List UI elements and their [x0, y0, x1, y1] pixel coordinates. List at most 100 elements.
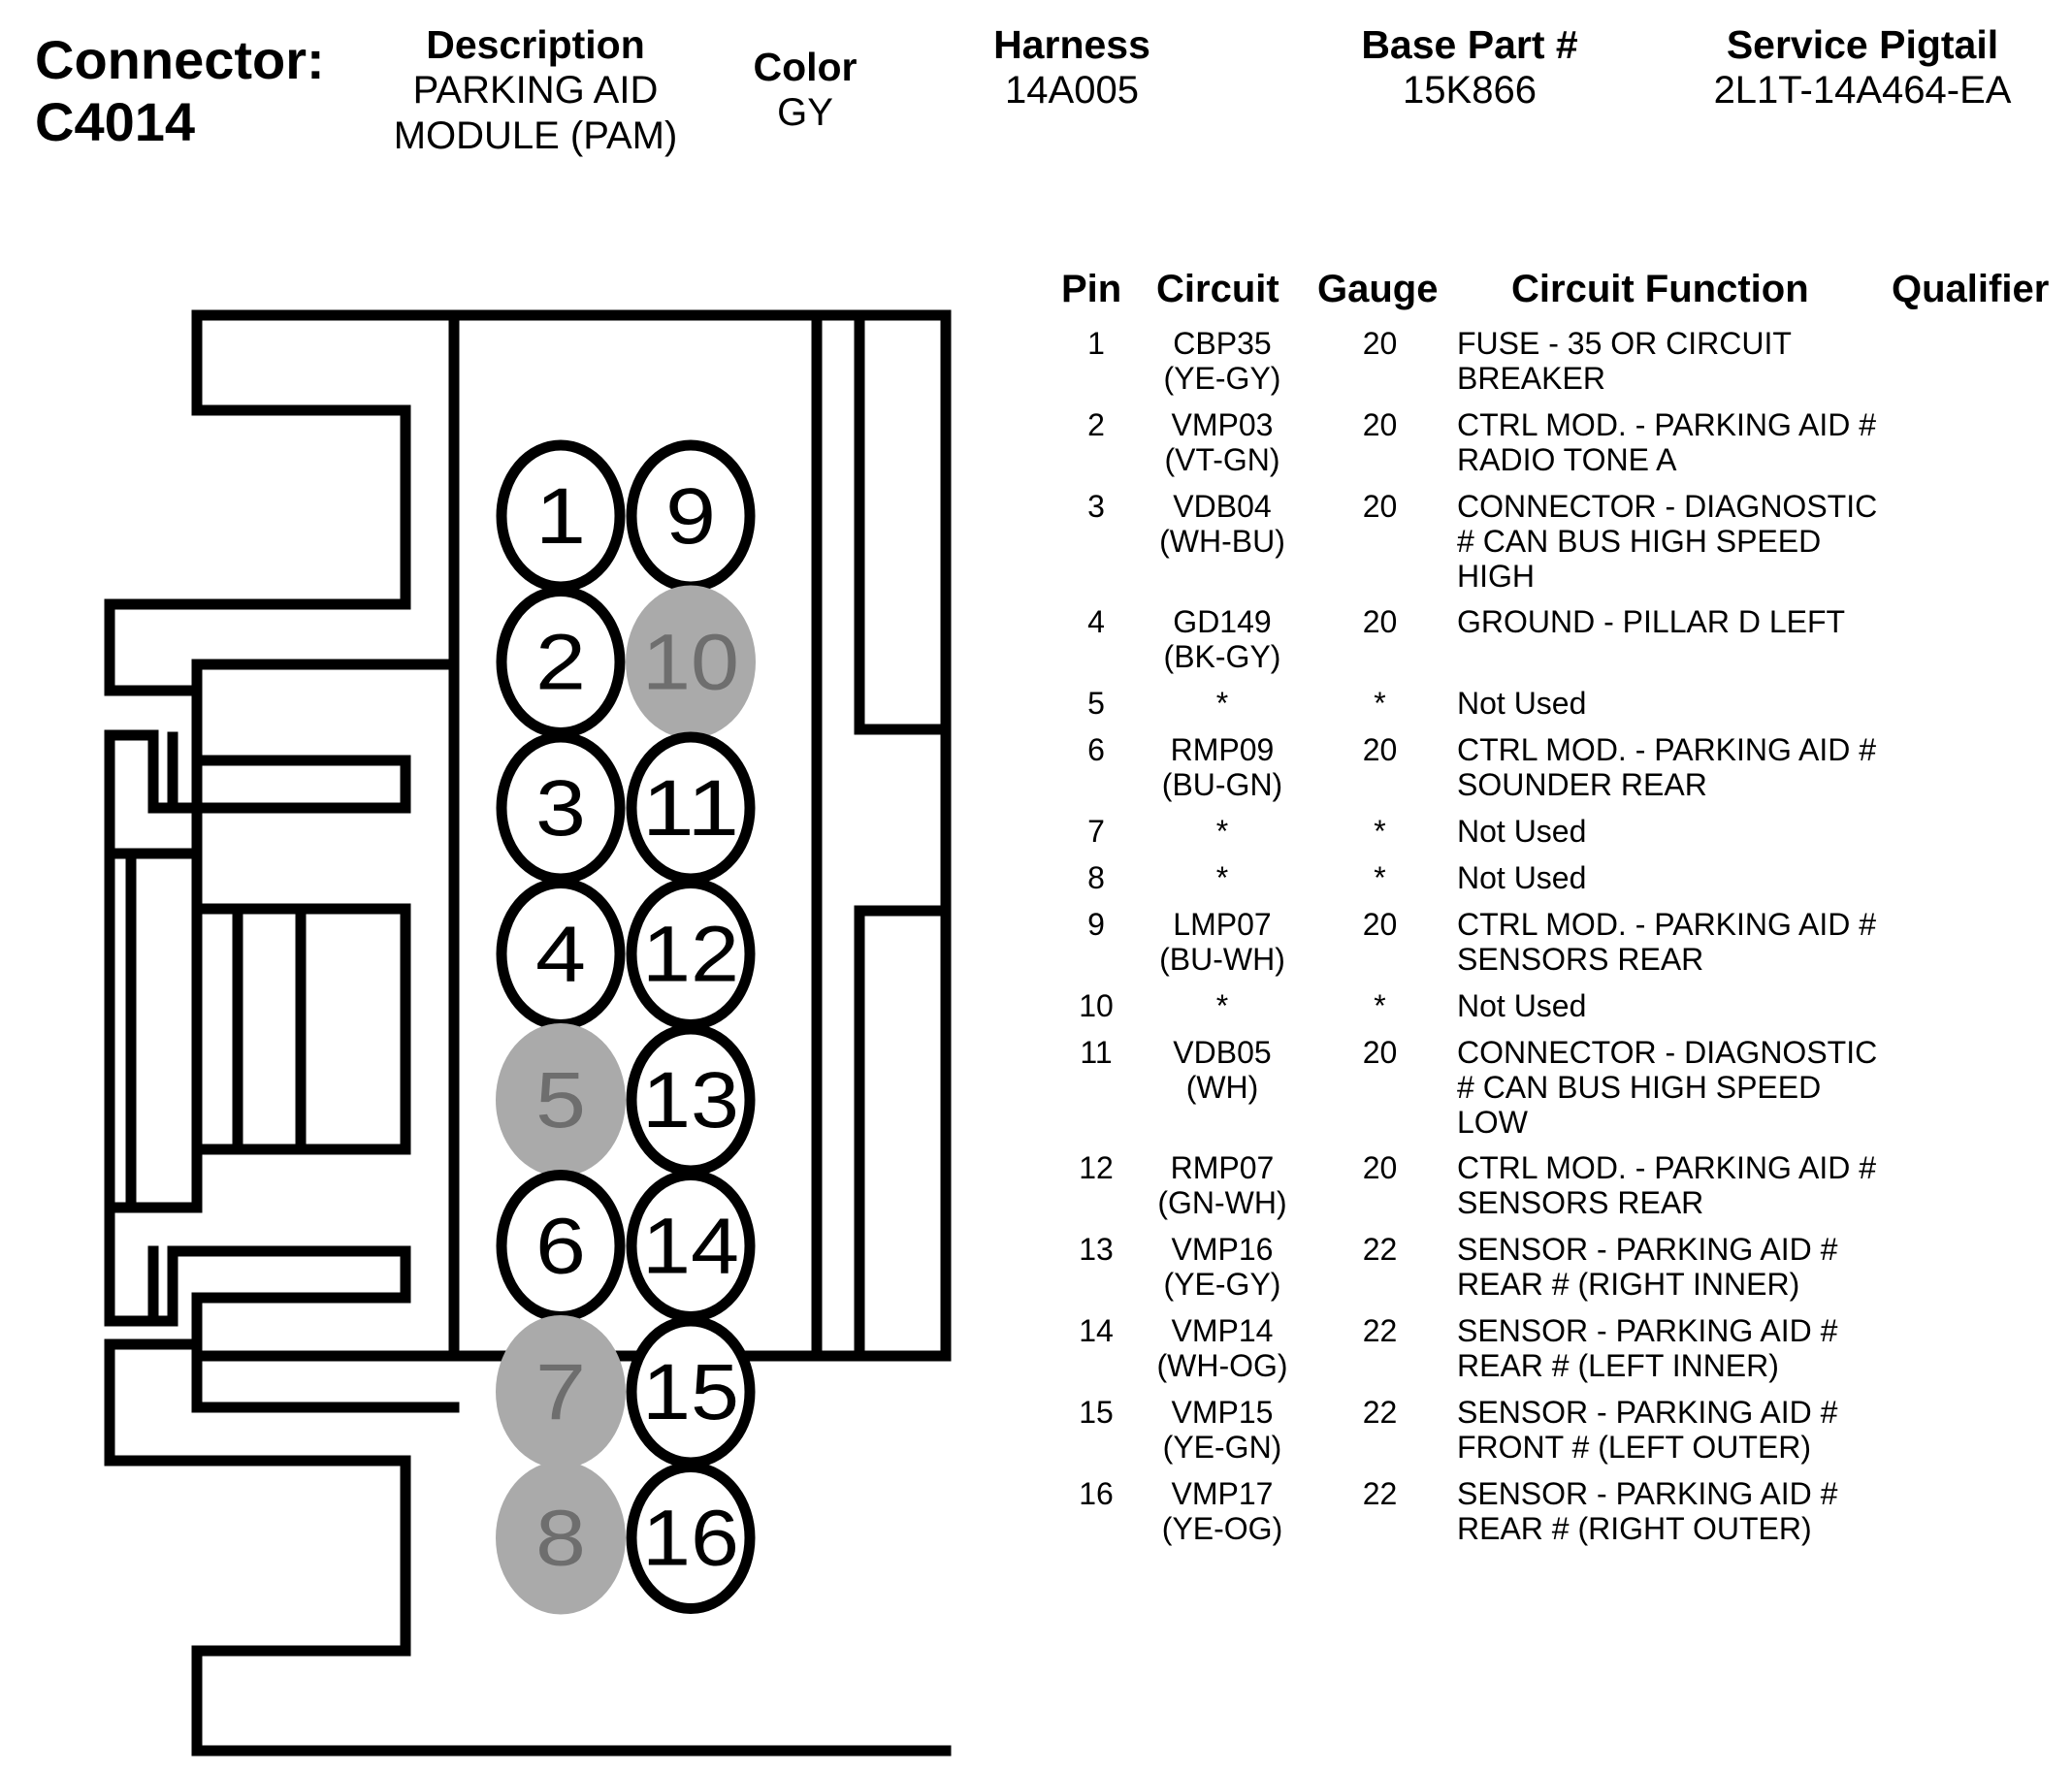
- column-header-gauge: Gauge: [1317, 268, 1439, 310]
- circuit-code: GD149 (BK-GY): [1163, 604, 1281, 674]
- pin-number: 2: [1087, 407, 1105, 442]
- pin-cavity-16: 16: [626, 1462, 756, 1614]
- pin-circle-unused: [626, 585, 756, 739]
- pin-number: 5: [1087, 686, 1105, 721]
- pin-number: 10: [1079, 988, 1114, 1023]
- circuit-code: VDB05 (WH): [1173, 1035, 1272, 1105]
- harness-value: 14A005: [1005, 69, 1139, 112]
- description-label: Description: [426, 22, 645, 67]
- circuit-function: CTRL MOD. - PARKING AID # SENSORS REAR: [1457, 907, 1877, 977]
- circuit-code: CBP35 (YE-GY): [1163, 326, 1281, 396]
- wire-gauge: *: [1374, 860, 1386, 895]
- column-header-circuit: Circuit: [1156, 268, 1279, 310]
- pin-number: 3: [1087, 489, 1105, 524]
- tab-upper-side: [104, 598, 411, 696]
- circuit-function: CONNECTOR - DIAGNOSTIC # CAN BUS HIGH SP…: [1457, 1035, 1878, 1140]
- description-value: PARKING AID MODULE (PAM): [393, 69, 678, 157]
- connector-label: Connector:: [35, 29, 325, 90]
- pin-label: 12: [642, 911, 739, 999]
- circuit-function: FUSE - 35 OR CIRCUIT BREAKER: [1457, 326, 1792, 396]
- circuit-function: CONNECTOR - DIAGNOSTIC # CAN BUS HIGH SP…: [1457, 489, 1878, 594]
- circuit-function: SENSOR - PARKING AID # REAR # (RIGHT INN…: [1457, 1232, 1838, 1302]
- circuit-code: RMP07 (GN-WH): [1157, 1150, 1287, 1220]
- tab-top: [191, 309, 411, 610]
- pin-label: 16: [642, 1495, 739, 1583]
- pin-label: 1: [535, 472, 586, 561]
- pin-label: 11: [642, 764, 739, 853]
- pin-label: 6: [535, 1203, 586, 1291]
- wire-gauge: *: [1374, 988, 1386, 1023]
- pin-label: 9: [665, 472, 716, 561]
- pin-cavity-8: 8: [496, 1461, 626, 1615]
- service-pigtail-value: 2L1T-14A464-EA: [1713, 69, 2012, 112]
- pin-cavity-2: 2: [496, 586, 626, 738]
- pin-number: 15: [1079, 1395, 1114, 1430]
- connector-id: C4014: [35, 91, 196, 152]
- column-header-pin: Pin: [1061, 268, 1122, 310]
- wire-gauge: 20: [1362, 407, 1398, 442]
- column-header-qualifier: Qualifier: [1892, 268, 2050, 310]
- circuit-code: VMP03 (VT-GN): [1164, 407, 1280, 477]
- pin-cavity-4: 4: [496, 878, 626, 1030]
- connector-title: Connector: C4014: [35, 29, 325, 153]
- circuit-function: SENSOR - PARKING AID # REAR # (LEFT INNE…: [1457, 1313, 1838, 1383]
- pin-cavity-6: 6: [496, 1170, 626, 1322]
- circuit-function: Not Used: [1457, 814, 1587, 849]
- pin-label: 8: [535, 1495, 586, 1583]
- pin-number: 16: [1079, 1476, 1114, 1511]
- pin-cavity-15: 15: [626, 1315, 756, 1468]
- pin-label: 14: [642, 1203, 739, 1291]
- pin-number: 1: [1087, 326, 1105, 361]
- pin-number: 14: [1079, 1313, 1114, 1348]
- circuit-code: RMP09 (BU-GN): [1161, 732, 1283, 802]
- tab-lower: [104, 1338, 952, 1757]
- wire-gauge: *: [1374, 686, 1386, 721]
- circuit-function: Not Used: [1457, 988, 1587, 1023]
- harness-label: Harness: [993, 22, 1150, 67]
- pin-number: 8: [1087, 860, 1105, 895]
- pin-number: 6: [1087, 732, 1105, 767]
- pin-circle-unused: [496, 1023, 626, 1177]
- tab-upper-inner: [104, 659, 460, 859]
- pin-label: 3: [535, 764, 586, 853]
- housing-right-latch-upper: [854, 309, 952, 735]
- wire-gauge: 20: [1362, 489, 1398, 524]
- pin-cavity-14: 14: [626, 1170, 756, 1322]
- circuit-code: VMP14 (WH-OG): [1156, 1313, 1288, 1383]
- circuit-code: *: [1215, 860, 1229, 895]
- pin-cavity-5: 5: [496, 1023, 626, 1177]
- circuit-code: VMP16 (YE-GY): [1163, 1232, 1281, 1302]
- circuit-code: VDB04 (WH-BU): [1159, 489, 1285, 559]
- pin-number: 7: [1087, 814, 1105, 849]
- pin-circle: [626, 1462, 756, 1614]
- pin-cavity-1: 1: [496, 439, 626, 593]
- pin-label: 5: [535, 1056, 586, 1144]
- rib-block: [104, 848, 203, 1213]
- pin-cavity-12: 12: [626, 878, 756, 1030]
- pin-number: 11: [1080, 1035, 1113, 1070]
- pin-cavity-11: 11: [626, 731, 756, 885]
- service-pigtail-field: Service Pigtail 2L1T-14A464-EA: [1678, 21, 2047, 113]
- pin-cavity-3: 3: [496, 731, 626, 885]
- circuit-code: *: [1215, 988, 1229, 1023]
- description-field: Description PARKING AID MODULE (PAM): [361, 21, 710, 159]
- service-pigtail-label: Service Pigtail: [1726, 22, 1999, 67]
- pin-number: 12: [1079, 1150, 1114, 1185]
- base-part-label: Base Part #: [1361, 22, 1578, 67]
- circuit-code: *: [1215, 814, 1229, 849]
- pin-cavity-10: 10: [626, 585, 756, 739]
- pin-number: 9: [1087, 907, 1105, 942]
- circuit-code: VMP15 (YE-GN): [1162, 1395, 1282, 1465]
- pin-circle-unused: [496, 1461, 626, 1615]
- column-header-circuit-function: Circuit Function: [1511, 268, 1809, 310]
- pin-cavity-9: 9: [626, 439, 756, 593]
- color-label: Color: [753, 45, 858, 89]
- pin-label: 10: [642, 619, 739, 707]
- pin-label: 4: [535, 911, 586, 999]
- circuit-function: CTRL MOD. - PARKING AID # SENSORS REAR: [1457, 1150, 1877, 1220]
- circuit-function: SENSOR - PARKING AID # REAR # (RIGHT OUT…: [1457, 1476, 1838, 1546]
- color-value: GY: [777, 91, 833, 134]
- base-part-field: Base Part # 15K866: [1319, 21, 1620, 113]
- pin-label: 7: [535, 1348, 586, 1436]
- wire-gauge: 20: [1362, 326, 1398, 361]
